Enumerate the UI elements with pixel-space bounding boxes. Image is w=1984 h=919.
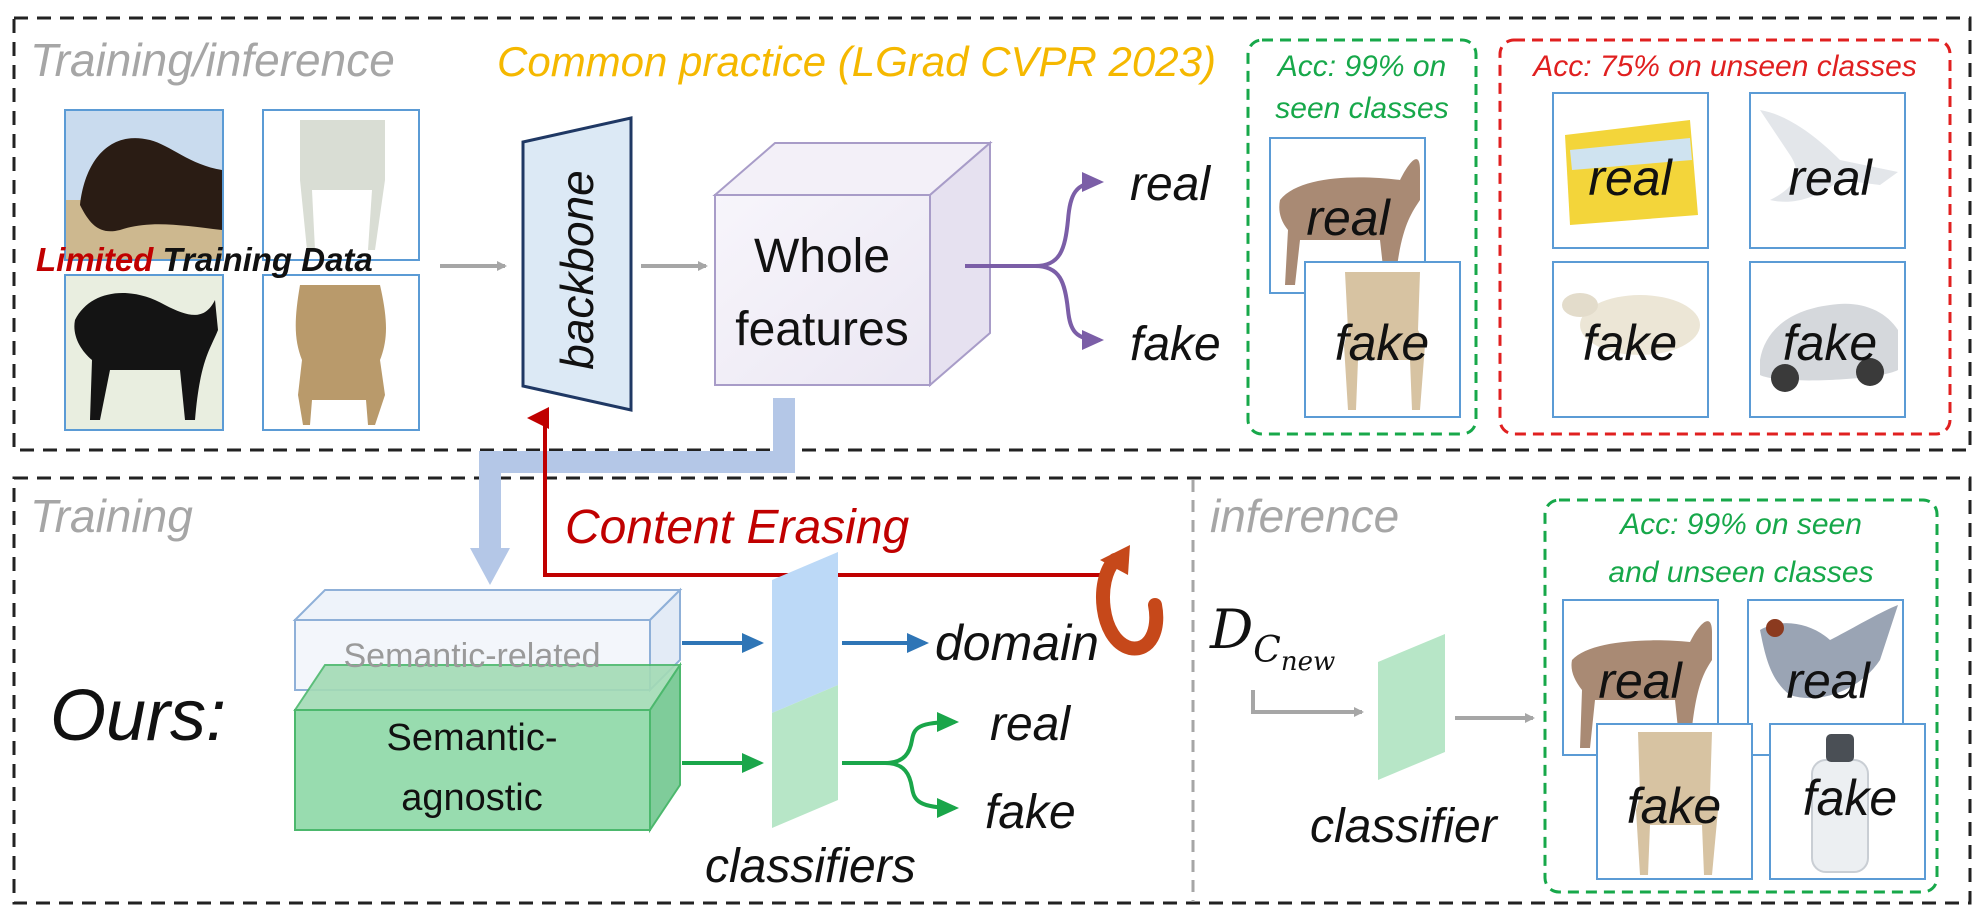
seen-image-chair [1304,261,1461,418]
unseen-label-sheep: fake [1583,315,1678,371]
seen-acc-line2: seen classes [1275,92,1448,125]
seen-acc-line1: Acc: 99% on [1276,50,1446,83]
top-title-common-practice: Common practice (LGrad CVPR 2023) [497,38,1216,85]
top-output-real: real [1130,158,1211,211]
domain-label: domain [935,615,1099,671]
unseen-image-plane [1749,92,1906,249]
arrow-features-split-real [965,172,1104,268]
inference-label-horse: real [1598,653,1683,709]
inference-classifier-label: classifier [1310,800,1499,853]
unseen-label-car: fake [1783,315,1878,371]
inference-label-chair: fake [1627,778,1722,834]
unseen-label-bus: real [1588,150,1673,206]
unseen-image-bus [1552,92,1709,249]
classifiers-label: classifiers [705,840,916,893]
whole-features-cube [712,140,993,388]
seen-classes-box [1246,38,1478,436]
whole-features-label-line1: Whole [754,230,890,283]
bottom-output-fake: fake [985,786,1076,839]
backbone-label: backbone [551,170,603,370]
bottom-output-real: real [990,698,1071,751]
semantic-agnostic-label-line1: Semantic- [386,717,557,759]
inference-image-chair [1596,723,1753,880]
seen-fake-label: fake [1335,315,1430,371]
domain-classifier-plane [772,552,838,713]
arrow-features-split-fake [1034,264,1104,350]
bottom-panel-border [12,476,1972,905]
content-erasing-curl-icon [1096,545,1164,656]
training-image-horse-1 [64,109,224,261]
inference-results-box [1543,498,1939,894]
limited-training-data-label: Limited Training Data [36,241,373,278]
seen-real-label: real [1306,190,1391,246]
unseen-acc-label: Acc: 75% on unseen classes [1531,50,1917,83]
training-image-chair-2 [262,274,420,431]
training-image-horse-2 [64,274,224,431]
real-fake-classifier-plane [772,685,838,828]
inference-acc-line1: Acc: 99% on seen [1618,508,1862,541]
semantic-related-label: Semantic-related [343,637,600,675]
top-panel-border [12,16,1972,452]
semantic-agnostic-label-line2: agnostic [401,777,543,819]
arrow-content-erasing [527,407,1112,577]
ours-label: Ours: [50,676,226,756]
inference-image-bottle [1769,723,1926,880]
backbone-block [521,116,633,412]
inference-acc-line2: and unseen classes [1608,556,1873,589]
inference-label-bottle: fake [1803,770,1898,826]
semantic-agnostic-block [293,661,682,834]
arrow-features-to-split [479,398,795,548]
inference-label-bird: real [1786,653,1871,709]
unseen-label-plane: real [1788,150,1873,206]
arrow-classifier-split-fake [884,761,959,818]
top-output-fake: fake [1130,318,1221,371]
whole-features-label-line2: features [735,303,908,356]
bottom-title-training: Training [30,490,193,542]
unseen-classes-box [1498,38,1952,436]
training-image-chair-1 [262,109,420,261]
content-erasing-label: Content Erasing [565,501,910,554]
d-c-new-label: DCnew [1209,598,1335,677]
inference-classifier-plane [1378,634,1445,780]
top-title-training-inference: Training/inference [30,34,395,86]
arrow-features-to-split-head [470,548,510,585]
unseen-image-car [1749,261,1906,418]
unseen-image-sheep [1552,261,1709,418]
arrow-dnew-to-classifier [1251,690,1364,717]
arrow-classifier-split-real [842,712,959,765]
bottom-title-inference: inference [1210,490,1399,542]
